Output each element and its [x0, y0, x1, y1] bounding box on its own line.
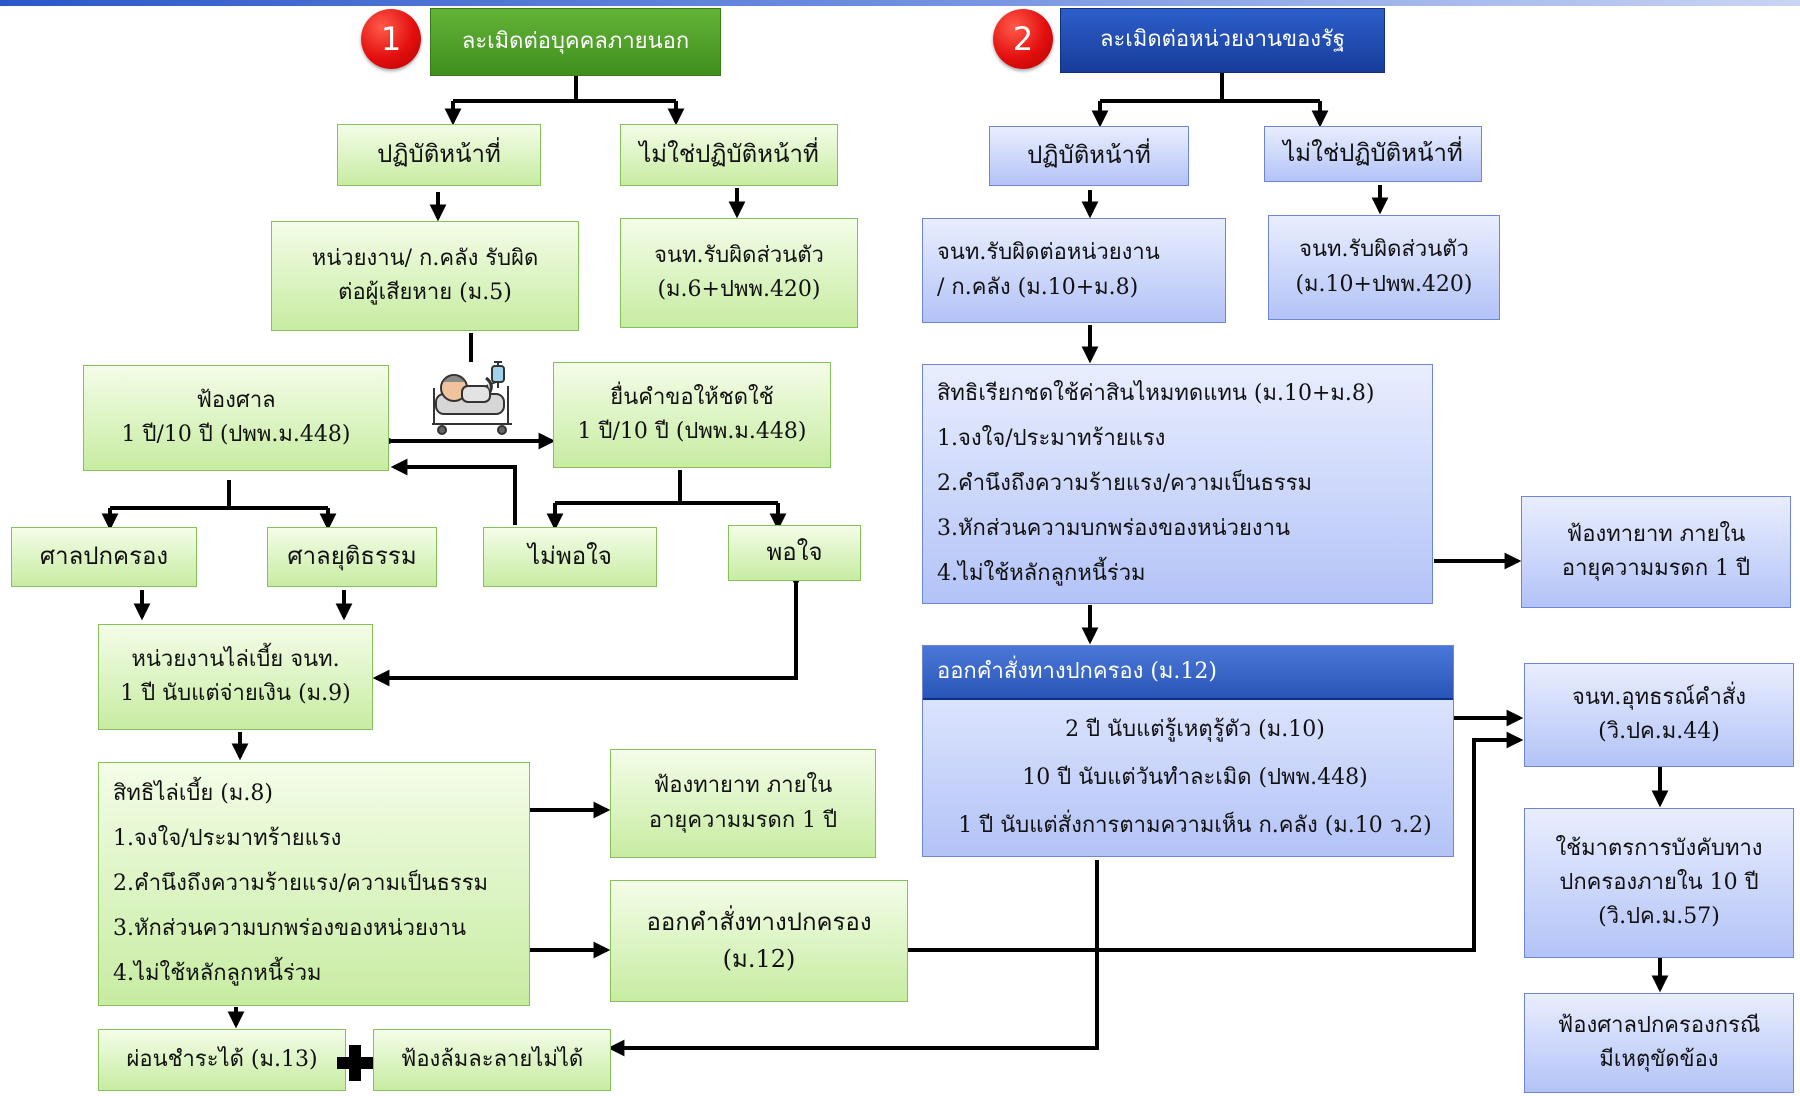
box-line: จนท.รับผิดต่อหน่วยงาน	[937, 240, 1160, 266]
recourse-rights-box: สิทธิไล่เบี้ย (ม.8) 1.จงใจ/ประมาทร้ายแรง…	[98, 762, 530, 1006]
left-sue-heirs-box: ฟ้องทายาท ภายใน อายุความมรดก 1 ปี	[610, 749, 876, 858]
box-line: (วิ.ปค.ม.44)	[1598, 719, 1720, 744]
admin-order-title: ออกคำสั่งทางปกครอง (ม.12)	[923, 646, 1453, 700]
header-state-agency-tort: ละเมิดต่อหน่วยงานของรัฐ	[1060, 8, 1385, 73]
appeal-box: จนท.อุทธรณ์คำสั่ง (วิ.ปค.ม.44)	[1524, 663, 1794, 767]
left-not-duty-box: ไม่ใช่ปฏิบัติหน้าที่	[620, 124, 838, 186]
box-line: 4.ไม่ใช้หลักลูกหนี้ร่วม	[113, 961, 322, 987]
box-label: ออกคำสั่งทางปกครอง (ม.12)	[937, 658, 1218, 684]
box-line: ใช้มาตรการบังคับทาง	[1555, 835, 1763, 861]
box-line: 4.ไม่ใช้หลักลูกหนี้ร่วม	[937, 561, 1146, 587]
header-label: ละเมิดต่อหน่วยงานของรัฐ	[1100, 27, 1345, 53]
box-line: 3.หักส่วนความบกพร่องของหน่วยงาน	[937, 516, 1291, 542]
box-line: 1.จงใจ/ประมาทร้ายแรง	[937, 425, 1166, 451]
box-label: ศาลปกครอง	[39, 542, 169, 571]
satisfied-box: พอใจ	[728, 525, 861, 581]
recourse-box: หน่วยงานไล่เบี้ย จนท. 1 ปี นับแต่จ่ายเงิ…	[98, 624, 373, 730]
box-line: ฟ้องทายาท ภายใน	[653, 773, 833, 799]
top-accent-bar	[0, 0, 1800, 6]
sue-court-box: ฟ้องศาล 1 ปี/10 ปี (ปพพ.ม.448)	[83, 365, 389, 471]
box-label: ผ่อนชำระได้ (ม.13)	[126, 1046, 318, 1072]
connector	[390, 458, 517, 525]
right-sue-heirs-box: ฟ้องทายาท ภายใน อายุความมรดก 1 ปี	[1521, 496, 1791, 608]
box-label: ปฏิบัติหน้าที่	[377, 140, 501, 169]
header-label: ละเมิดต่อบุคคลภายนอก	[461, 28, 690, 54]
box-line: (ม.12)	[722, 945, 796, 973]
box-line: หน่วยงานไล่เบี้ย จนท.	[131, 646, 340, 672]
enforcement-box: ใช้มาตรการบังคับทาง ปกครองภายใน 10 ปี (ว…	[1524, 808, 1794, 958]
box-line: จนท.อุทธรณ์คำสั่ง	[1571, 684, 1747, 710]
box-line: 1 ปี/10 ปี (ปพพ.ม.448)	[577, 419, 807, 444]
box-label: ไม่พอใจ	[528, 542, 612, 571]
box-line: 1 ปี นับแต่สั่งการตามความเห็น ก.คลัง (ม.…	[958, 812, 1432, 838]
box-line: (วิ.ปค.ม.57)	[1598, 904, 1720, 930]
box-line: 2.คำนึงถึงความร้ายแรง/ความเป็นธรรม	[113, 870, 489, 896]
box-line: สิทธิเรียกชดใช้ค่าสินไหมทดแทน (ม.10+ม.8)	[937, 380, 1375, 406]
right-personal-liable-box: จนท.รับผิดส่วนตัว (ม.10+ปพพ.420)	[1268, 215, 1500, 320]
no-bankruptcy-box: ฟ้องล้มละลายไม่ได้	[373, 1029, 611, 1091]
file-claim-box: ยื่นคำขอให้ชดใช้ 1 ปี/10 ปี (ปพพ.ม.448)	[553, 362, 831, 468]
plus-cross-icon	[337, 1045, 373, 1081]
box-line: 2.คำนึงถึงความร้ายแรง/ความเป็นธรรม	[937, 470, 1313, 496]
box-line: (ม.6+ปพพ.420)	[657, 277, 821, 302]
badge-2: 2	[993, 9, 1053, 69]
not-satisfied-box: ไม่พอใจ	[483, 527, 657, 587]
box-label: ฟ้องล้มละลายไม่ได้	[400, 1046, 584, 1072]
box-label: พอใจ	[766, 538, 823, 567]
admin-court-box: ศาลปกครอง	[11, 527, 197, 587]
header-third-party-tort: ละเมิดต่อบุคคลภายนอก	[430, 8, 721, 76]
box-line: ฟ้องศาล	[196, 387, 276, 413]
left-duty-box: ปฏิบัติหน้าที่	[337, 124, 541, 186]
box-line: อายุความมรดก 1 ปี	[1561, 556, 1751, 581]
box-line: 2 ปี นับแต่รู้เหตุรู้ตัว (ม.10)	[1065, 716, 1325, 742]
box-line: 1.จงใจ/ประมาทร้ายแรง	[113, 825, 342, 851]
box-line: ปกครองภายใน 10 ปี	[1559, 869, 1759, 895]
officer-liable-box: จนท.รับผิดต่อหน่วยงาน / ก.คลัง (ม.10+ม.8…	[922, 218, 1226, 323]
installment-box: ผ่อนชำระได้ (ม.13)	[98, 1029, 346, 1091]
left-admin-order-box: ออกคำสั่งทางปกครอง (ม.12)	[610, 880, 908, 1002]
box-line: ฟ้องทายาท ภายใน	[1566, 521, 1746, 547]
box-line: หน่วยงาน/ ก.คลัง รับผิด	[311, 245, 539, 271]
connector	[607, 860, 1099, 1057]
box-line: 10 ปี นับแต่วันทำละเมิด (ปพพ.448)	[1022, 764, 1368, 790]
box-line: สิทธิไล่เบี้ย (ม.8)	[113, 780, 273, 806]
agency-liable-box: หน่วยงาน/ ก.คลัง รับผิด ต่อผู้เสียหาย (ม…	[271, 221, 579, 331]
box-label: ไม่ใช่ปฏิบัติหน้าที่	[1283, 139, 1463, 168]
box-line: จนท.รับผิดส่วนตัว	[1299, 237, 1469, 263]
right-duty-box: ปฏิบัติหน้าที่	[989, 126, 1189, 186]
box-line: (ม.10+ปพพ.420)	[1295, 271, 1473, 297]
box-line: อายุความมรดก 1 ปี	[648, 807, 838, 833]
badge-1: 1	[361, 9, 421, 69]
box-line: ยื่นคำขอให้ชดใช้	[610, 384, 774, 410]
box-label: ไม่ใช่ปฏิบัติหน้าที่	[639, 140, 819, 169]
admin-order-lines: 2 ปี นับแต่รู้เหตุรู้ตัว (ม.10) 10 ปี นั…	[923, 700, 1453, 856]
box-line: จนท.รับผิดส่วนตัว	[654, 242, 824, 268]
box-line: 3.หักส่วนความบกพร่องของหน่วยงาน	[113, 916, 467, 942]
patient-in-hospital-bed-icon	[432, 361, 512, 435]
compensation-rights-box: สิทธิเรียกชดใช้ค่าสินไหมทดแทน (ม.10+ม.8)…	[922, 364, 1433, 604]
right-admin-order-box: ออกคำสั่งทางปกครอง (ม.12) 2 ปี นับแต่รู้…	[922, 645, 1454, 857]
connector	[372, 570, 805, 687]
box-line: 1 ปี/10 ปี (ปพพ.ม.448)	[121, 422, 351, 447]
box-line: ออกคำสั่งทางปกครอง	[646, 907, 872, 936]
box-label: ปฏิบัติหน้าที่	[1027, 141, 1151, 170]
box-line: มีเหตุขัดข้อง	[1599, 1047, 1719, 1072]
right-not-duty-box: ไม่ใช่ปฏิบัติหน้าที่	[1264, 126, 1482, 182]
box-line: / ก.คลัง (ม.10+ม.8)	[937, 274, 1139, 300]
connector	[908, 731, 1524, 952]
sue-admin-court-box: ฟ้องศาลปกครองกรณี มีเหตุขัดข้อง	[1524, 993, 1794, 1093]
box-label: ศาลยุติธรรม	[287, 542, 417, 571]
justice-court-box: ศาลยุติธรรม	[267, 527, 437, 587]
box-line: ต่อผู้เสียหาย (ม.5)	[338, 280, 512, 305]
box-line: 1 ปี นับแต่จ่ายเงิน (ม.9)	[120, 681, 351, 706]
left-personal-liable-box: จนท.รับผิดส่วนตัว (ม.6+ปพพ.420)	[620, 218, 858, 328]
box-line: ฟ้องศาลปกครองกรณี	[1557, 1012, 1761, 1038]
